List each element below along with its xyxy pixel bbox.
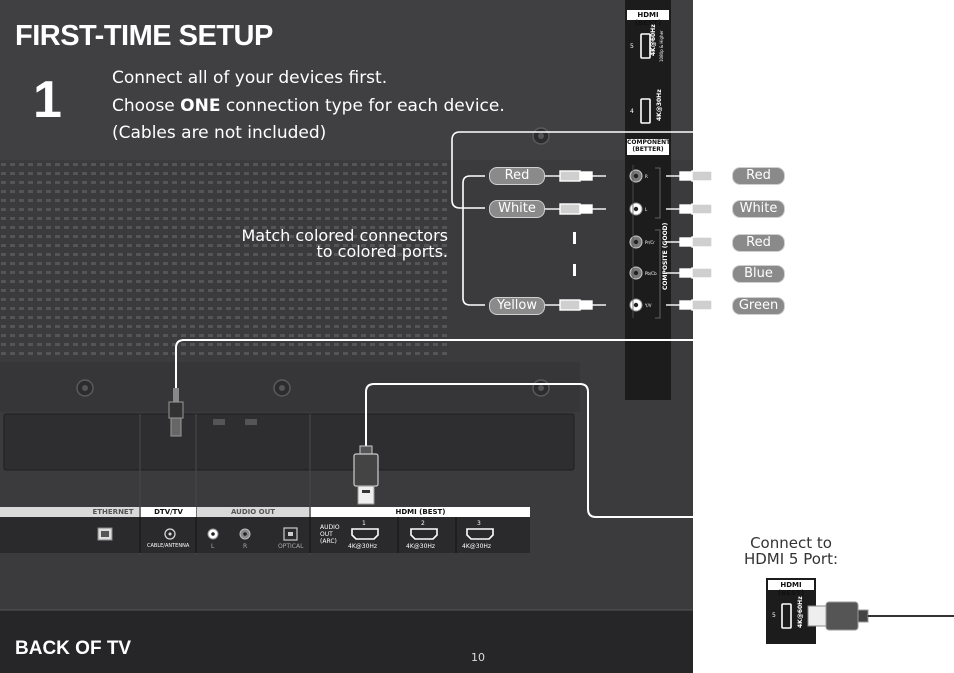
- cable-label-green: Green: [732, 297, 785, 315]
- hdmi2-res: 4K@30Hz: [406, 543, 436, 550]
- match-connectors-note: Match colored connectors to colored port…: [200, 228, 448, 260]
- jack-label-pb: Pb/Cb: [645, 271, 657, 276]
- arc-line-2: OUT: [320, 531, 333, 538]
- instruction-line-2-bold: ONE: [180, 96, 221, 116]
- side-hdmi5-sub: 1080p & Higher: [659, 30, 664, 62]
- hdmi-best-header: HDMI (BEST): [395, 508, 446, 516]
- match-note-line-2: to colored ports.: [316, 242, 449, 261]
- instruction-line-3: (Cables are not included): [112, 123, 327, 143]
- page-number: 10: [471, 651, 485, 664]
- page-title: FIRST-TIME SETUP: [15, 20, 273, 52]
- side-hdmi5-number: 5: [630, 43, 634, 50]
- hdmi1-res: 4K@30Hz: [348, 543, 378, 550]
- cable-label-yellow-left: Yellow: [489, 297, 545, 315]
- audio-r-label: R: [243, 543, 248, 550]
- audio-out-arc-label: AUDIO OUT (ARC): [320, 524, 340, 545]
- inset-hdmi5-res: 4K@60Hz: [797, 596, 804, 628]
- jack-label-pr: Pr/Cr: [645, 240, 655, 245]
- hdmi1-number: 1: [362, 520, 366, 527]
- step-number: 1: [33, 71, 62, 129]
- side-hdmi4-res: 4K@30Hz: [656, 89, 663, 121]
- connect-hdmi5-note: Connect to HDMI 5 Port:: [730, 535, 852, 567]
- arc-line-1: AUDIO: [320, 524, 340, 531]
- jack-label-y: Y/V: [645, 303, 652, 308]
- side-hdmi4-number: 4: [630, 108, 634, 115]
- jack-label-r: R: [645, 174, 648, 179]
- arc-line-3: (ARC): [320, 538, 337, 545]
- ethernet-header: ETHERNET: [92, 508, 134, 516]
- side-hdmi-header: HDMI (BEST): [634, 11, 662, 27]
- cable-label-white-left: White: [489, 200, 545, 218]
- hdmi3-number: 3: [477, 520, 481, 527]
- jack-label-l: L: [645, 207, 648, 212]
- connect-note-line-2: HDMI 5 Port:: [743, 550, 839, 568]
- instruction-line-2-post: connection type for each device.: [220, 96, 505, 116]
- back-of-tv-label: BACK OF TV: [15, 638, 132, 659]
- composite-label: COMPOSITE (GOOD): [662, 222, 669, 290]
- hdmi3-res: 4K@30Hz: [462, 543, 492, 550]
- audio-out-header: AUDIO OUT: [230, 508, 276, 516]
- cable-antenna-label: CABLE/ANTENNA: [147, 543, 190, 549]
- instruction-line-2-pre: Choose: [112, 96, 181, 116]
- cable-label-white-right: White: [732, 200, 785, 218]
- hdmi2-number: 2: [421, 520, 425, 527]
- instruction-line-2: Choose ONE connection type for each devi…: [112, 96, 505, 116]
- inset-hdmi-header: HDMI (BEST): [777, 581, 805, 597]
- side-component-header: COMPONENT (BETTER): [627, 139, 671, 153]
- cable-label-blue: Blue: [732, 265, 785, 283]
- cable-label-red-right: Red: [732, 167, 785, 185]
- component-header-line-1: COMPONENT: [627, 139, 671, 146]
- audio-l-label: L: [211, 543, 215, 550]
- instruction-line-1: Connect all of your devices first.: [112, 68, 388, 88]
- component-header-line-2: (BETTER): [632, 146, 664, 153]
- match-note-line-1: Match colored connectors: [241, 226, 448, 245]
- side-hdmi5-res: 4K@60Hz: [650, 24, 657, 56]
- optical-label: OPTICAL: [278, 543, 304, 550]
- cable-label-red-component: Red: [732, 234, 785, 252]
- dtv-header: DTV/TV: [154, 508, 183, 516]
- inset-hdmi5-number: 5: [772, 612, 776, 619]
- connect-note-line-1: Connect to: [750, 534, 832, 552]
- cable-label-red-left: Red: [489, 167, 545, 185]
